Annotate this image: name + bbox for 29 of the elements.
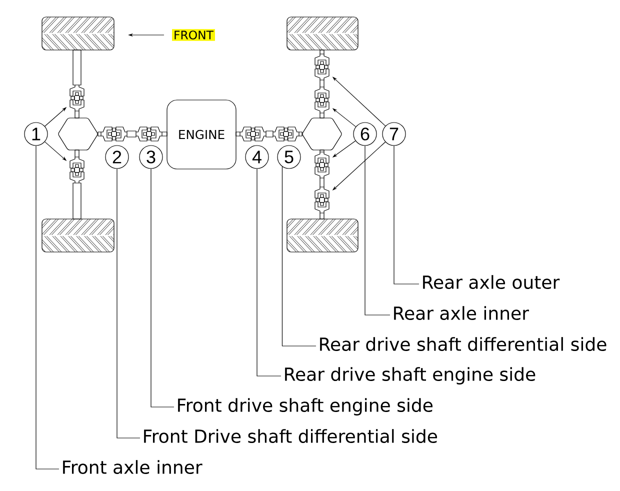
callout-number: 4 xyxy=(245,145,269,169)
leader-line xyxy=(36,146,60,470)
u-joint xyxy=(314,152,330,178)
callout-number: 7 xyxy=(382,122,406,146)
callout-number: 2 xyxy=(105,145,129,169)
u-joint xyxy=(314,54,330,80)
part-label: Rear drive shaft engine side xyxy=(285,367,536,384)
highlighted-label: FRONT xyxy=(172,29,215,41)
callout-number: 6 xyxy=(353,122,377,146)
part-label: Front axle inner xyxy=(63,460,202,474)
part-label: Front drive shaft engine side xyxy=(178,398,432,416)
part-label: Rear drive shaft differential side xyxy=(320,337,606,351)
part-label: Rear axle inner xyxy=(394,306,529,320)
part-label: Rear axle outer xyxy=(423,275,560,289)
leader-line xyxy=(394,146,420,284)
engine-box: ENGINE xyxy=(166,100,236,170)
leader-line xyxy=(256,168,282,376)
leader-line xyxy=(282,166,316,346)
callout-number: 3 xyxy=(139,145,163,169)
callout-number: 5 xyxy=(277,145,301,169)
u-joint xyxy=(314,186,330,214)
u-joint xyxy=(70,156,84,184)
leader-line xyxy=(364,146,390,316)
u-joint xyxy=(70,84,84,112)
part-label: Front Drive shaft differential side xyxy=(144,429,438,443)
leader-line xyxy=(150,168,174,408)
leader-line xyxy=(116,168,140,438)
callout-number: 1 xyxy=(24,122,48,146)
u-joint xyxy=(314,86,330,114)
